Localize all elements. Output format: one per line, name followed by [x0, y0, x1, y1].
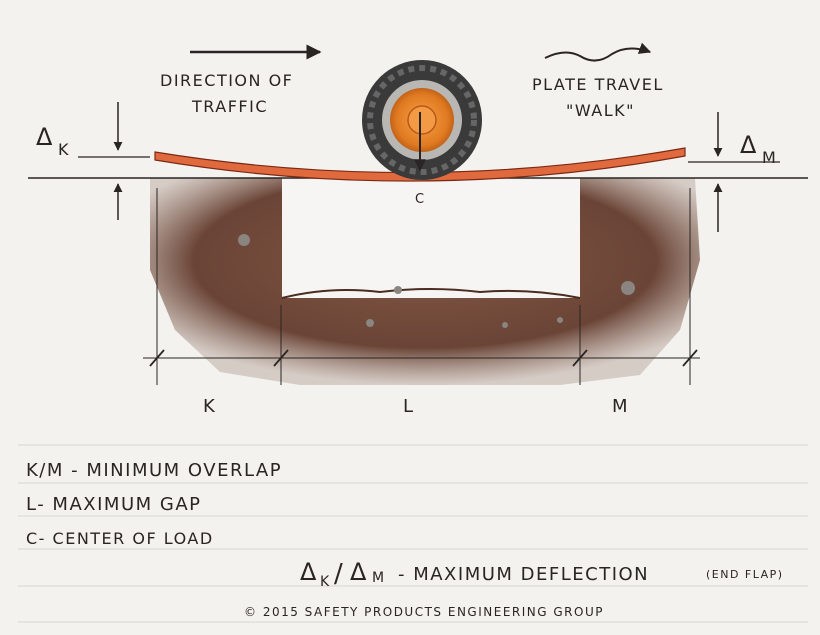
rock: [238, 234, 250, 246]
legend-center: C- CENTER OF LOAD: [26, 529, 214, 548]
rock: [557, 317, 563, 323]
delta-m-indicator: Δ M: [688, 112, 780, 232]
direction-label-2: TRAFFIC: [191, 97, 268, 116]
dimension-lines: [143, 188, 700, 385]
legend-deflection: Δ K / Δ M - MAXIMUM DEFLECTION (END FLAP…: [300, 558, 784, 590]
delta-k-subscript: K: [58, 140, 69, 159]
delta-m-symbol: Δ: [740, 131, 757, 159]
svg-text:/: /: [334, 559, 343, 589]
steel-plate: [154, 147, 686, 182]
legend-overlap: K/M - MINIMUM OVERLAP: [26, 460, 282, 481]
tire: [362, 60, 482, 180]
legend-ruling: [18, 444, 808, 623]
trench-opening: [282, 180, 580, 298]
svg-text:M: M: [372, 570, 384, 586]
rock: [394, 286, 402, 294]
plate-travel-label-1: PLATE TRAVEL: [532, 75, 664, 94]
direction-label-1: DIRECTION OF: [160, 71, 293, 90]
dimension-k-label: K: [203, 396, 216, 417]
svg-text:K: K: [320, 574, 330, 590]
dimension-m-label: M: [612, 396, 628, 417]
delta-k-symbol: Δ: [36, 123, 53, 151]
rock: [366, 319, 374, 327]
svg-text:- MAXIMUM DEFLECTION: - MAXIMUM DEFLECTION: [398, 564, 649, 585]
delta-k-indicator: Δ K: [36, 102, 150, 220]
delta-m-subscript: M: [762, 148, 776, 167]
svg-text:(END FLAP): (END FLAP): [706, 568, 784, 581]
svg-text:Δ: Δ: [350, 558, 367, 586]
center-label: C: [415, 192, 424, 207]
walk-arrow: [544, 42, 652, 62]
rock: [502, 322, 508, 328]
svg-text:Δ: Δ: [300, 558, 317, 586]
plate-travel-label-2: "WALK": [566, 101, 635, 120]
soil-mass: [150, 178, 700, 385]
rock: [621, 281, 635, 295]
dimension-l-label: L: [403, 396, 413, 417]
copyright-footer: © 2015 SAFETY PRODUCTS ENGINEERING GROUP: [244, 605, 604, 619]
legend-gap: L- MAXIMUM GAP: [26, 494, 202, 515]
